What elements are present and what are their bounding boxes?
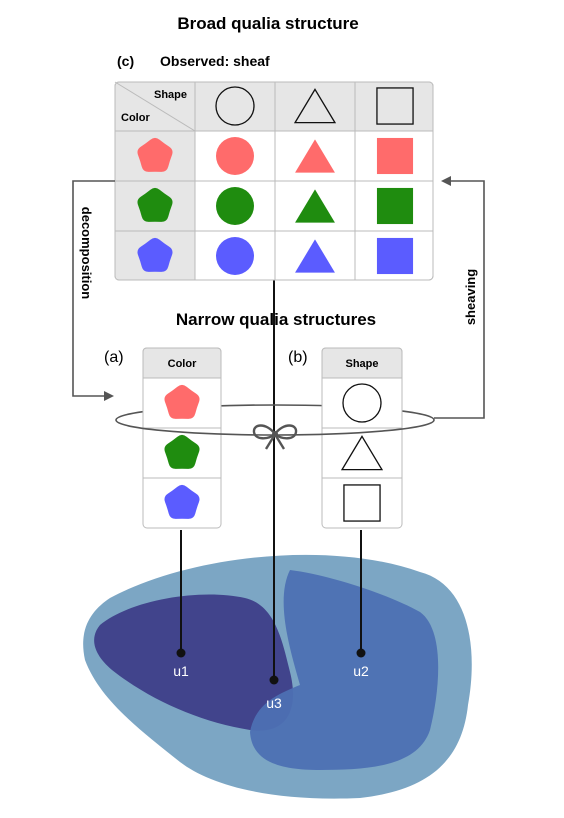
decomposition-label: decomposition (79, 207, 94, 300)
cell-1-circle-icon (216, 137, 254, 175)
cell-2-square-icon (376, 187, 414, 225)
sheaf-grid-header (115, 82, 433, 131)
node-u3 (269, 675, 279, 685)
shape-panel-square-icon (343, 484, 381, 522)
cell-2-circle-icon (216, 187, 254, 225)
header-circle-icon (215, 86, 255, 126)
cell-3-square-icon (376, 237, 414, 275)
broad-title: Broad qualia structure (177, 14, 358, 33)
row-blob-2-icon (137, 187, 173, 222)
cell-3-circle-icon (216, 237, 254, 275)
cell-2-triangle-icon (295, 189, 335, 223)
shape-panel-circle-icon (342, 383, 382, 423)
shape-panel-items (340, 383, 384, 522)
panel-label-c: (c) (117, 53, 134, 69)
shape-panel-triangle-icon (340, 435, 384, 471)
decomposition-arrow (72, 180, 115, 401)
ring-back (115, 404, 435, 421)
color-panel-blob-2-icon (164, 434, 200, 469)
sheaf-header-shapes (215, 86, 414, 126)
sheaving-arrow (434, 176, 485, 419)
bow-knot (252, 424, 298, 450)
color-panel-blob-1-icon (164, 384, 200, 419)
sheaf-cells (216, 137, 414, 275)
panel-label-b: (b) (288, 349, 308, 366)
label-u3: u3 (266, 695, 282, 711)
label-u2: u2 (353, 663, 369, 679)
row-blob-1-icon (137, 137, 173, 172)
color-panel-header: Color (168, 358, 197, 370)
u1-region (94, 594, 294, 731)
color-panel-items (164, 384, 200, 519)
header-square-icon (376, 87, 414, 125)
bow-tail-right (274, 435, 286, 450)
sheaf-caption: Observed: sheaf (160, 53, 270, 69)
color-panel-header-bg (142, 347, 222, 379)
u2-region (250, 570, 439, 770)
node-u1 (176, 648, 186, 658)
sheaf-grid: Shape Color (114, 81, 434, 281)
row-blob-3-icon (137, 237, 173, 272)
node-u2 (356, 648, 366, 658)
bow-left-loop (252, 424, 277, 440)
shape-panel-header: Shape (345, 358, 378, 370)
shape-panel: Shape (321, 347, 403, 529)
corner-color-label: Color (121, 112, 150, 124)
label-u1: u1 (173, 663, 189, 679)
narrow-title: Narrow qualia structures (176, 310, 376, 329)
cell-3-triangle-icon (295, 239, 335, 273)
bow-tail-left (264, 435, 276, 450)
sheaving-label: sheaving (463, 269, 478, 325)
shape-panel-header-bg (321, 347, 403, 379)
corner-shape-label: Shape (154, 89, 187, 101)
color-panel: Color (142, 347, 222, 529)
color-panel-blob-3-icon (164, 484, 200, 519)
cell-1-square-icon (376, 137, 414, 175)
header-triangle-icon (293, 88, 337, 124)
bow-right-loop (273, 424, 298, 440)
corner-diagonal (114, 81, 196, 132)
cell-1-triangle-icon (295, 139, 335, 173)
panel-label-a: (a) (104, 349, 124, 366)
sheaf-row-blobs (137, 137, 173, 272)
bow-center (272, 431, 278, 437)
